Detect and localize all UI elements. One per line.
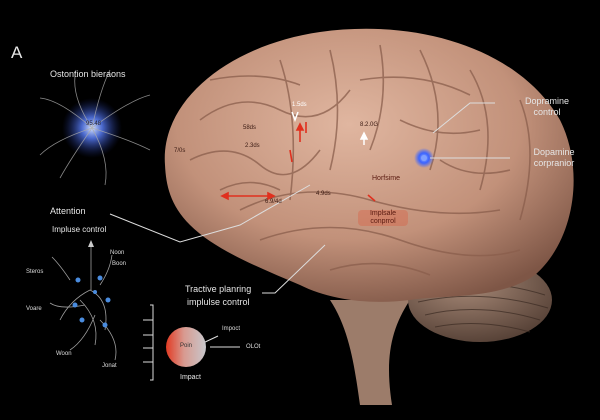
impact-pointer-label: Impoct (222, 326, 241, 332)
brain-label: Horfsime (372, 175, 401, 182)
network-label: Jonat (102, 363, 117, 369)
dopamine-corpranior-label: Dopamine corpranior (533, 147, 575, 168)
panel-letter: A (11, 43, 23, 62)
brain-label: 4.9ds (316, 191, 331, 197)
cerebrum (164, 28, 574, 302)
sphere-label: Poin (180, 343, 193, 349)
impact-sphere (166, 327, 206, 367)
neuron-title: Ostontion bieraons (50, 69, 126, 79)
network-label: Woon (56, 351, 72, 357)
network-label: Steros (26, 269, 44, 275)
network-label: Voare (26, 306, 42, 312)
brain-label: 2.3ds (245, 143, 260, 149)
brain-label: 6.9/4d (265, 199, 282, 205)
brain-label: 7/0s (174, 148, 186, 154)
impact-caption: Impact (180, 374, 202, 381)
neuron-label: 95.48 (86, 121, 102, 127)
impulse-control-bottom-label: implulse control (187, 297, 250, 307)
brain-label: 8.2.0G (360, 122, 379, 128)
brain-label: Implsale conprrol (358, 210, 408, 226)
dopamine-control-label: Dopramine control (524, 96, 570, 117)
brainstem (330, 300, 410, 405)
network-label: Noon (110, 250, 125, 256)
network-label: Boon (112, 261, 127, 267)
brain-label: 1.5ds (292, 102, 307, 108)
impulse-control-label: Impluse control (52, 225, 107, 234)
tractive-planning-label: Tractive planring (185, 284, 252, 294)
attention-label: Attention (50, 206, 86, 216)
olo-label: OLOt (246, 344, 261, 350)
brain-label: 58ds (243, 125, 257, 131)
